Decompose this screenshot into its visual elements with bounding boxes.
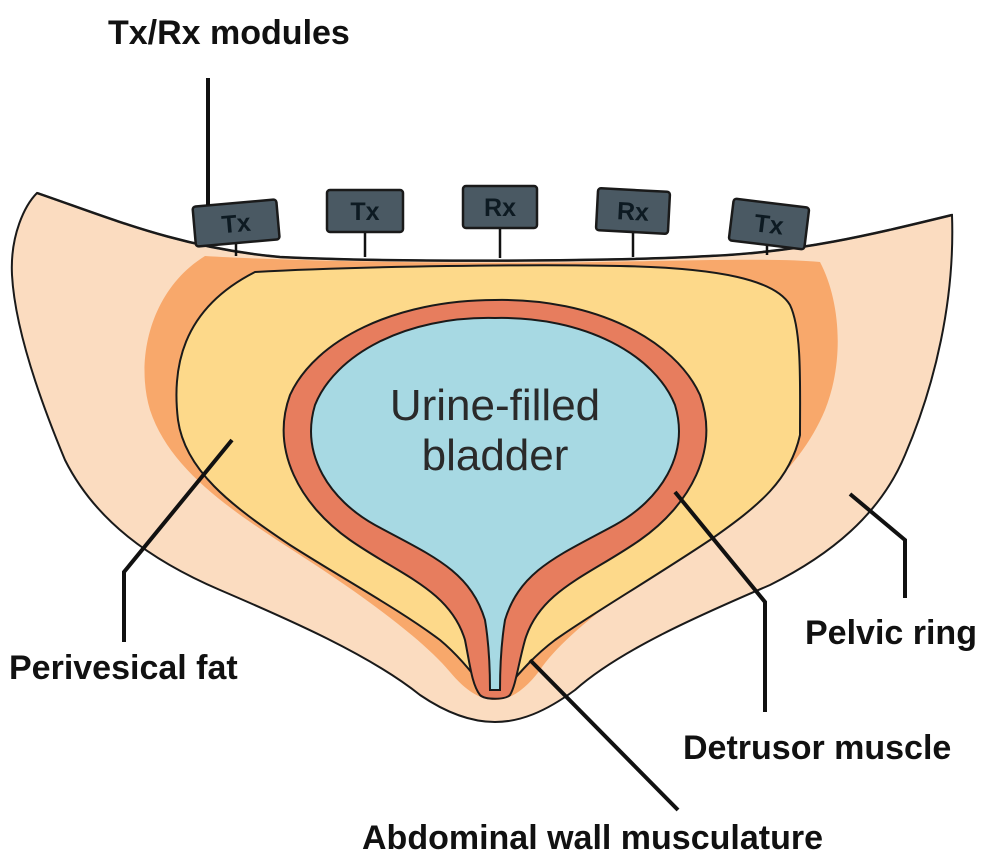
module-3: Rx <box>463 186 537 228</box>
abdominal-wall-label: Abdominal wall musculature <box>362 819 823 856</box>
module-4: Rx <box>596 188 670 234</box>
abdominal-leader-line <box>530 660 678 810</box>
detrusor-muscle-label: Detrusor muscle <box>683 729 951 767</box>
module-5-label: Tx <box>753 209 785 240</box>
module-1-label: Tx <box>220 209 252 239</box>
perivesical-fat-label: Perivesical fat <box>9 649 238 687</box>
module-3-label: Rx <box>484 194 516 222</box>
module-5: Tx <box>729 199 810 250</box>
module-4-label: Rx <box>616 197 649 227</box>
module-1: Tx <box>193 199 280 246</box>
tx-rx-modules-label: Tx/Rx modules <box>108 14 350 52</box>
module-2-label: Tx <box>350 198 379 226</box>
pelvic-ring-label: Pelvic ring <box>805 614 977 652</box>
module-2: Tx <box>327 190 403 232</box>
bladder-label-line2: bladder <box>422 431 569 480</box>
bladder-label-line1: Urine-filled <box>390 381 600 430</box>
